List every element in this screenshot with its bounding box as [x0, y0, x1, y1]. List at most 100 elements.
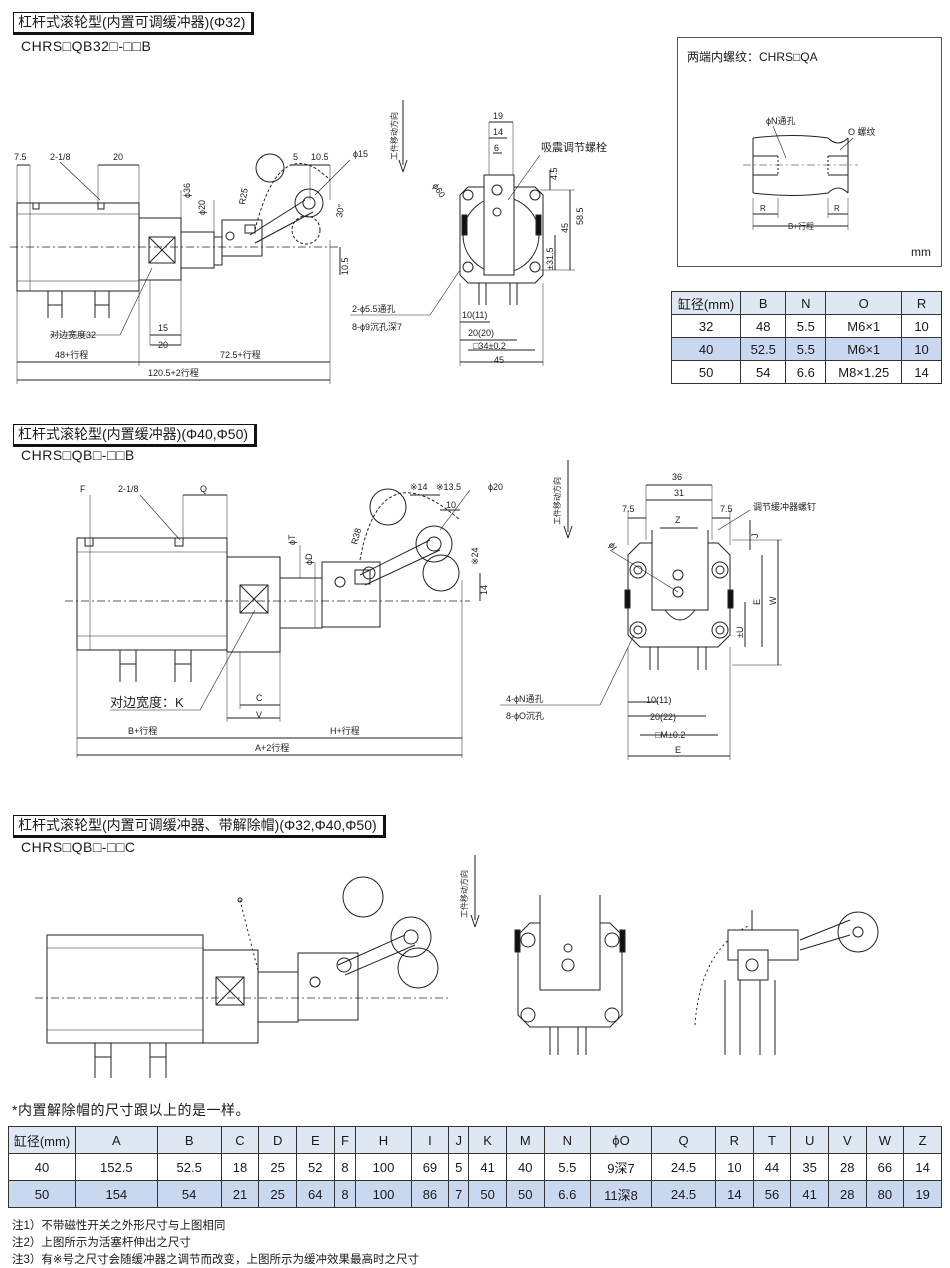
dim-10-5: 10.5	[311, 152, 329, 162]
end-10-11: 10(11)	[646, 695, 671, 705]
end-W: W	[768, 596, 778, 605]
table-cell: M6×1	[825, 314, 903, 338]
table-header-cell: J	[448, 1126, 470, 1154]
table-cell: 152.5	[75, 1153, 158, 1181]
note-1: 注1）不带磁性开关之外形尺寸与上图相同	[12, 1220, 226, 1232]
table-header-cell: H	[355, 1126, 412, 1154]
table-cell: 41	[468, 1153, 507, 1181]
end-dim-19: 19	[493, 111, 503, 121]
r-left-label: R	[760, 204, 766, 213]
table-cell: 28	[827, 1153, 867, 1181]
section1-side-view: 7.5 2-1/8 20 5 10.5 ϕ15 ϕ36 ϕ20 R25 30° …	[10, 100, 408, 384]
table-cell: 80	[865, 1180, 905, 1208]
table-cell: 86	[410, 1180, 450, 1208]
table-row: 40 52.5 5.5 M6×1 10	[670, 337, 942, 361]
table-cell: 56	[752, 1180, 792, 1208]
table-row: 50 54 6.6 M8×1.25 14	[670, 360, 942, 384]
across-flats-K: 对边宽度：K	[110, 695, 184, 710]
label-C: C	[256, 693, 263, 703]
stroke-72-5: 72.5+行程	[220, 349, 261, 360]
label-s24: ※24	[470, 547, 480, 565]
table-cell: 14	[901, 360, 942, 384]
table-cell: 54	[156, 1180, 222, 1208]
table-cell: M8×1.25	[825, 360, 903, 384]
dim-7-5: 7.5	[14, 152, 27, 162]
end-U: ±U	[735, 627, 745, 638]
table-cell: 54	[740, 360, 787, 384]
dim-15: 15	[158, 323, 168, 333]
cushion-screw-label: 调节缓冲器螺钉	[753, 501, 816, 512]
stroke-120-5: 120.5+2行程	[148, 367, 199, 378]
table-cell: 21	[220, 1180, 260, 1208]
table-cell: 24.5	[650, 1180, 717, 1208]
table-cell: 6.6	[785, 360, 827, 384]
label-s14: ※14	[410, 482, 428, 492]
table-cell: 18	[220, 1153, 260, 1181]
table-header-cell: B	[156, 1126, 222, 1154]
end-dim-45-vertical: 45	[560, 223, 570, 233]
table-cell: 8	[333, 1180, 357, 1208]
r-right-label: R	[834, 204, 840, 213]
table-cell: 100	[355, 1180, 412, 1208]
table-cell: 10	[715, 1153, 754, 1181]
b-stroke-label: B+行程	[788, 221, 814, 231]
stroke-48: 48+行程	[55, 349, 88, 360]
table-cell: 11深8	[590, 1180, 652, 1208]
table-header-cell: I	[410, 1126, 450, 1154]
table-header-cell: M	[505, 1126, 545, 1154]
end-E: E	[675, 745, 681, 755]
thread-box-title: 两端内螺纹：CHRS□QA	[687, 50, 818, 64]
table-header-cell: F	[333, 1126, 357, 1154]
end-dim-58-5: 58.5	[575, 207, 585, 225]
end-dim-31-5: ±31.5	[545, 248, 555, 270]
table-cell: 52.5	[740, 337, 787, 361]
table-cell: 32	[670, 314, 742, 338]
thread-detail-box: 两端内螺纹：CHRS□QA ϕN通孔 O 螺纹 R R B+行程 mm	[677, 37, 942, 267]
label-H-stroke: H+行程	[330, 725, 360, 736]
table-header-cell: N	[785, 291, 827, 315]
table-cell: 154	[75, 1180, 158, 1208]
dim-30deg: 30°	[334, 203, 346, 219]
end-dim-34: □34±0.2	[473, 341, 506, 351]
table-header-cell: O	[825, 291, 903, 315]
label-F: F	[80, 484, 86, 494]
table-row: 32 48 5.5 M6×1 10	[670, 314, 942, 338]
table-header-cell: A	[75, 1126, 158, 1154]
holes-5-5: 2-ϕ5.5通孔	[352, 304, 396, 314]
table-cell: 6.6	[543, 1180, 592, 1208]
table-cell: 5	[448, 1153, 470, 1181]
label-B-stroke: B+行程	[128, 725, 157, 736]
holes-8-O: 8-ϕO沉孔	[506, 711, 544, 721]
end-E-vertical: E	[752, 599, 762, 605]
table-cell: 50	[505, 1180, 545, 1208]
table-header-cell: V	[827, 1126, 867, 1154]
dim-10-5-vertical: 10.5	[340, 257, 350, 275]
label-10: 10	[446, 500, 456, 510]
dim-20-bottom: 20	[158, 340, 168, 350]
table-header-cell: R	[901, 291, 942, 315]
dim-phi15: ϕ15	[353, 149, 368, 159]
end-dim-phi60: ϕ60	[430, 181, 447, 199]
end-dim-14: 14	[493, 127, 503, 137]
label-Q: Q	[200, 484, 207, 494]
dim-phi20: ϕ20	[197, 200, 207, 215]
work-direction-label: 工件移动方向	[389, 112, 399, 160]
n-hole-label: ϕN通孔	[766, 116, 796, 126]
end-M: □M±0.2	[655, 730, 685, 740]
end-36: 36	[672, 472, 682, 482]
thread-detail-drawing: ϕN通孔 O 螺纹 R R B+行程 mm	[743, 116, 931, 259]
table-header-row: 缸径(mm) B N O R	[670, 291, 942, 315]
label-V: V	[256, 710, 262, 720]
table-cell: 40	[505, 1153, 545, 1181]
table-cell: 25	[258, 1153, 297, 1181]
table-header-cell: 缸径(mm)	[670, 291, 742, 315]
across-flats-32: 对边宽度32	[50, 329, 96, 340]
table-cell: 9深7	[590, 1153, 652, 1181]
table-header-cell: D	[258, 1126, 297, 1154]
table-header-cell: Z	[903, 1126, 942, 1154]
table-header-cell: R	[715, 1126, 754, 1154]
table-cell: 41	[790, 1180, 829, 1208]
label-phiD: ϕD	[304, 553, 314, 565]
section1-title: 杠杆式滚轮型(内置可调缓冲器)(Φ32)	[13, 12, 255, 35]
table-cell: 66	[865, 1153, 905, 1181]
